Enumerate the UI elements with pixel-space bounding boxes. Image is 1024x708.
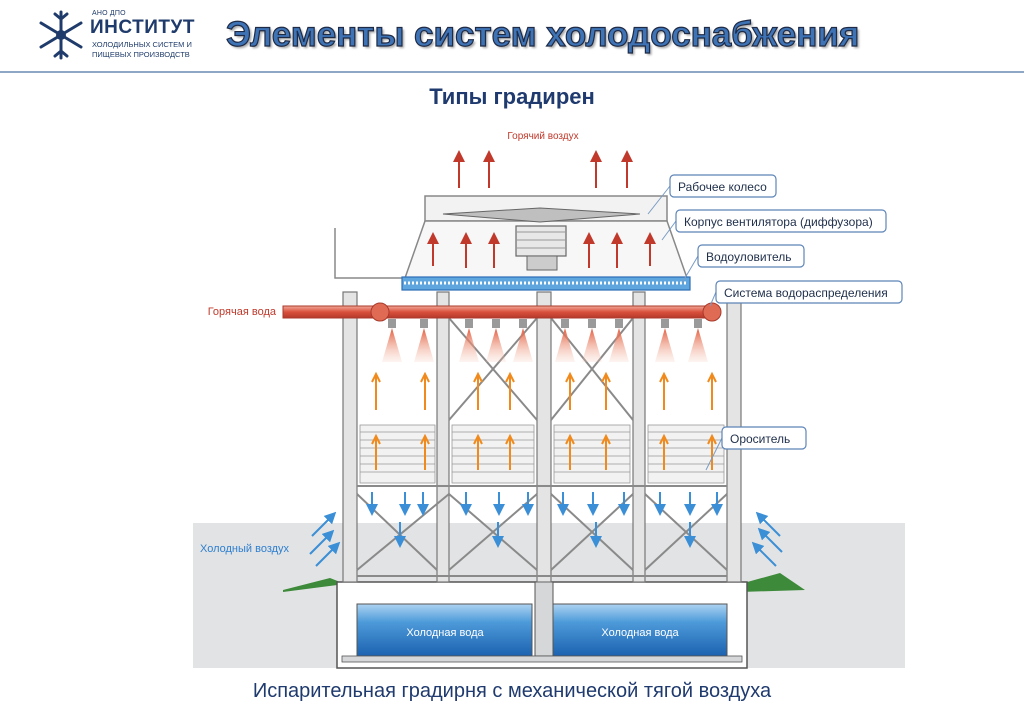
callout-fan-housing-box — [675, 209, 887, 233]
snowflake-icon — [39, 10, 83, 60]
callout-drift-eliminator: Водоуловитель — [706, 250, 791, 264]
hot-air-label: Горячий воздух — [507, 131, 578, 142]
tower-frame — [342, 291, 742, 583]
slide-subtitle: Типы градирен — [429, 84, 595, 109]
ground-grass-left — [283, 578, 345, 592]
callout-fill-box — [721, 426, 807, 450]
org-prefix: АНО ДПО — [92, 10, 126, 17]
hot-water-pipe — [282, 302, 722, 322]
slide-title: Элементы систем холодоснабжения — [225, 14, 860, 54]
callout-impeller-box — [669, 174, 777, 198]
frame-bracing — [356, 317, 728, 577]
institute-logo: АНО ДПО ИНСТИТУТ ХОЛОДИЛЬНЫХ СИСТЕМ И ПИ… — [34, 8, 234, 64]
org-line-2: ПИЩЕВЫХ ПРОИЗВОДСТВ — [92, 50, 190, 59]
rising-air-arrows — [371, 371, 717, 470]
cold-water-left-label: Холодная вода — [406, 627, 484, 639]
callouts: Рабочее колесо Корпус вентилятора (диффу… — [647, 174, 903, 471]
cold-water-right-label: Холодная вода — [601, 627, 679, 639]
callout-fill: Ороситель — [730, 432, 790, 446]
fan-impeller — [442, 207, 641, 271]
callout-distribution-box — [715, 280, 903, 304]
spray-nozzles — [382, 319, 708, 362]
figure-caption: Испарительная градирня с механической тя… — [252, 680, 772, 702]
cold-water-basin — [336, 581, 748, 669]
header-divider — [0, 71, 1024, 73]
hot-air-arrows — [427, 150, 656, 268]
callout-distribution: Система водораспределения — [724, 286, 888, 300]
org-line-1: ХОЛОДИЛЬНЫХ СИСТЕМ И — [92, 40, 192, 49]
ground-grass-right — [740, 573, 805, 592]
callout-fan-housing: Корпус вентилятора (диффузора) — [684, 215, 873, 229]
callout-drift-eliminator-box — [697, 244, 805, 268]
cold-air-arrows — [309, 511, 783, 567]
org-name: ИНСТИТУТ — [90, 17, 195, 38]
callout-impeller: Рабочее колесо — [678, 180, 767, 194]
falling-water-arrows — [366, 492, 723, 548]
cold-air-label: Холодный воздух — [200, 543, 290, 555]
hot-water-label: Горячая вода — [208, 306, 277, 318]
